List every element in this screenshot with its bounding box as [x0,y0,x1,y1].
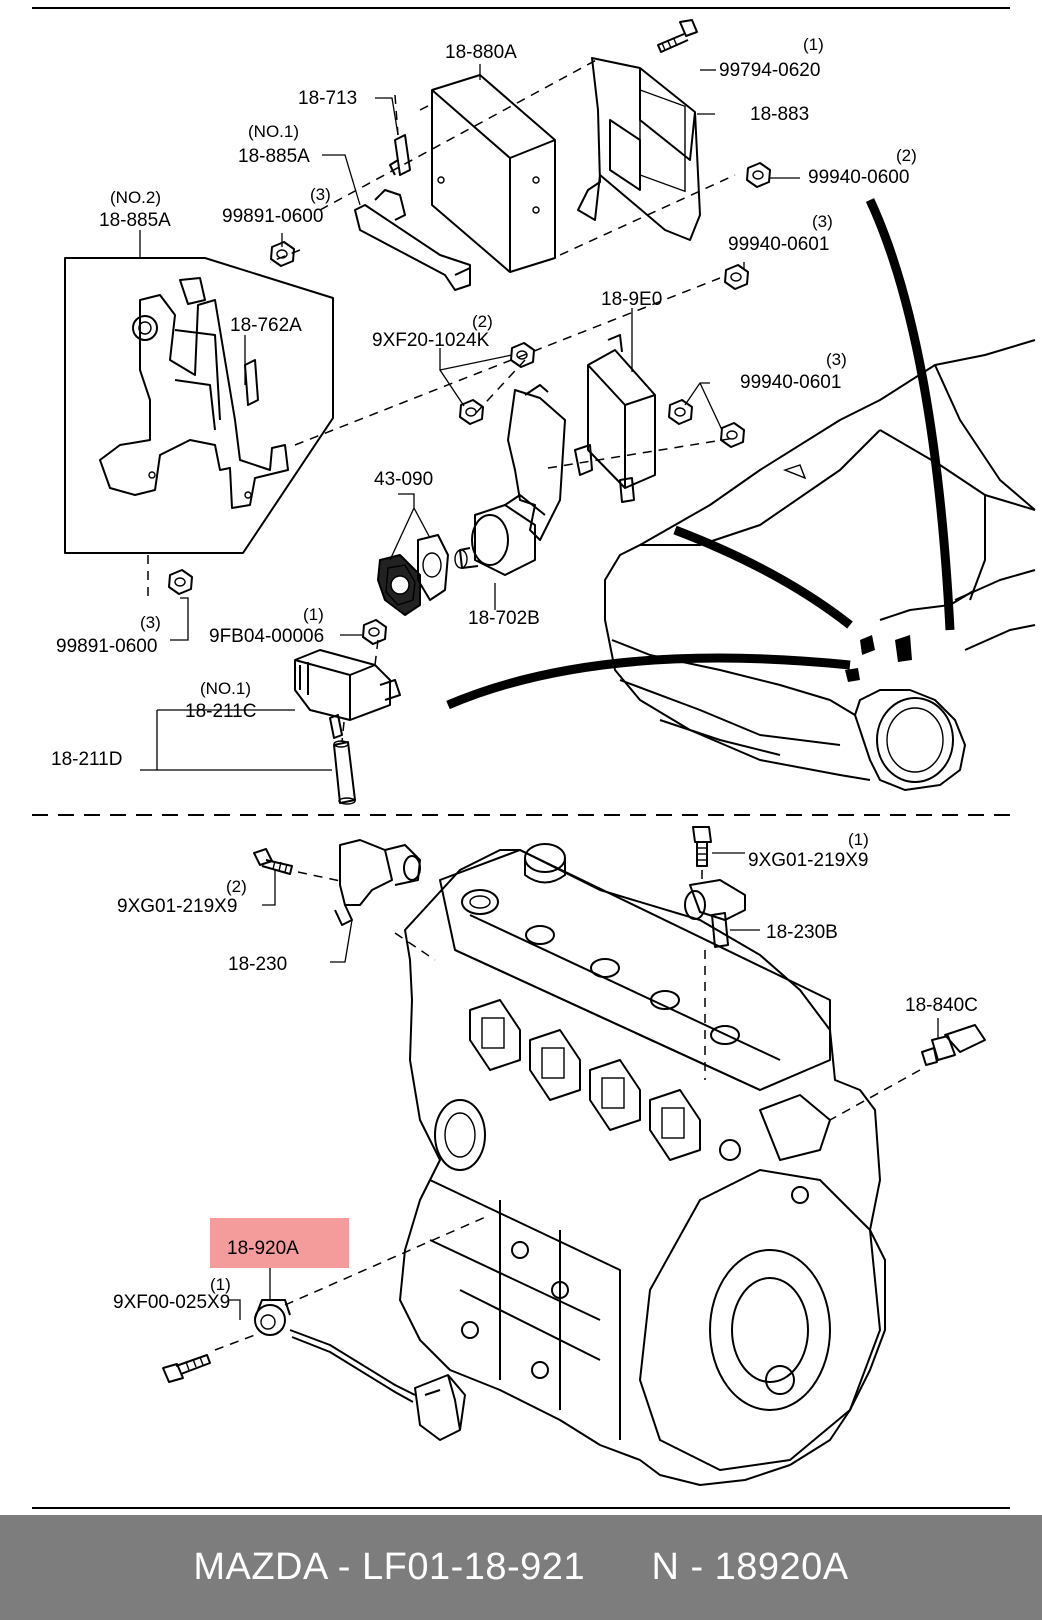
assembly-lines-upper [147,57,736,743]
label-18-713: 18-713 [298,88,357,109]
nut-99940-0601-b [668,399,745,448]
label-99940-0601-b: 99940-0601 [740,372,841,393]
label-9XG01-219X9-left: 9XG01-219X9 [117,896,237,917]
label-18-230B: 18-230B [766,922,838,943]
qty-9XG01-219X9-left: (2) [226,877,247,896]
bolt-9XG01-219X9-right [692,826,712,867]
nut-99891-0600-bot [168,569,193,595]
label-18-840C: 18-840C [905,995,978,1016]
qty-99794-0620: (1) [803,35,824,54]
qty-99940-0601-b: (3) [826,350,847,369]
label-18-762A: 18-762A [230,315,302,336]
bolt-99794-0620 [657,19,698,53]
parts-diagram: 18-880A (1) 99794-0620 18-713 18-883 (NO… [32,7,1036,1509]
label-no1-sensor: (NO.1) [200,679,251,698]
footer-gap [585,1546,651,1589]
solenoid-18-702B [454,384,566,576]
footer-diagram-number: N - 18920A [651,1546,849,1588]
label-9FB04-00006: 9FB04-00006 [209,626,324,647]
bolt-9XF00-025X9 [162,1354,211,1383]
qty-99940-0601-a: (3) [812,212,833,231]
map-sensor-18-211C [294,649,401,739]
label-18-9E0: 18-9E0 [601,289,662,310]
bolt-9XG01-219X9-left [253,848,293,875]
qty-9XF20-1024K: (2) [472,312,493,331]
qty-99891-0600-top: (3) [310,185,331,204]
qty-9XF00-025X9: (1) [210,1275,231,1294]
qty-9XG01-219X9-right: (1) [848,830,869,849]
label-no1-bracket: (NO.1) [248,122,299,141]
engine-block [399,843,886,1486]
module-18-9E0 [574,334,656,503]
part-number-footer: MAZDA - LF01-18-921 N - 18920A [0,1515,1042,1620]
qty-99940-0600: (2) [896,146,917,165]
cam-sensor-18-230 [334,839,421,926]
temp-sensor-18-840C [921,1024,986,1066]
crank-sensor-18-230B [684,879,746,948]
label-18-211C: 18-211C [185,701,256,722]
label-99891-0600-top: 99891-0600 [222,206,323,227]
label-18-885A-no2: 18-885A [99,210,171,231]
leaders-upper [139,64,800,771]
nut-9FB04-00006 [362,619,387,645]
bracket-18-885A-no2 [64,257,334,554]
footer-part-number: MAZDA - LF01-18-921 [193,1546,586,1588]
label-18-211D: 18-211D [51,749,122,770]
pcm-bracket-18-883 [577,57,701,241]
label-43-090: 43-090 [374,469,433,490]
assembly-lines-lower [214,870,921,1351]
label-18-883: 18-883 [750,104,809,125]
label-9XG01-219X9-right: 9XG01-219X9 [748,850,868,871]
nut-99940-0601-a [724,264,749,290]
label-99940-0601-a: 99940-0601 [728,234,829,255]
label-18-885A-no1: 18-885A [238,146,310,167]
bracket-18-885A-no1 [354,189,471,291]
highlight-18-920A [210,1218,349,1268]
label-18-702B: 18-702B [468,608,540,629]
label-18-920A: 18-920A [227,1238,299,1259]
label-99794-0620: 99794-0620 [719,60,820,81]
callout-arrows [446,198,955,710]
knock-sensor-18-920A [254,1299,466,1441]
label-99940-0600: 99940-0600 [808,167,909,188]
leaders-lower [228,852,939,1320]
gasket-43-090 [377,534,449,616]
label-no2-bracket: (NO.2) [110,188,161,207]
label-99891-0600-bot: 99891-0600 [56,636,157,657]
pcm-module-18-880A [431,74,556,273]
label-9XF20-1024K: 9XF20-1024K [372,330,490,351]
callout-labels: 18-880A (1) 99794-0620 18-713 18-883 (NO… [51,35,978,1313]
nut-99940-0600 [746,162,771,188]
hose-18-211D [333,740,356,805]
qty-9FB04-00006: (1) [303,605,324,624]
qty-99891-0600-bot: (3) [140,613,161,632]
label-18-230: 18-230 [228,954,287,975]
car-illustration [604,339,1036,791]
label-18-880A: 18-880A [445,42,517,63]
clip-18-713 [389,134,411,176]
label-9XF00-025X9: 9XF00-025X9 [113,1292,230,1313]
